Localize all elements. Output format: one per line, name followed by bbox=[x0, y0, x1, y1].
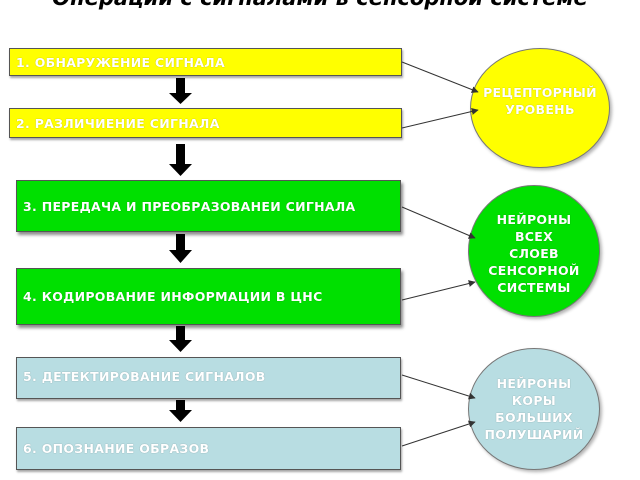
connector-step3-neurons bbox=[401, 206, 476, 239]
step-2-box: 2. РАЗЛИЧИЕНИЕ СИГНАЛА bbox=[9, 108, 402, 138]
connector-step1-receptor bbox=[401, 61, 479, 93]
step-3-box: 3. ПЕРЕДАЧА И ПРЕОБРАЗОВАНЕИ СИГНАЛА bbox=[16, 180, 401, 232]
step-6-box: 6. ОПОЗНАНИЕ ОБРАЗОВ bbox=[16, 427, 401, 470]
step-1-box: 1. ОБНАРУЖЕНИЕ СИГНАЛА bbox=[9, 48, 402, 76]
flow-arrow-5-6 bbox=[169, 400, 192, 422]
step-4-box: 4. КОДИРОВАНИЕ ИНФОРМАЦИИ В ЦНС bbox=[16, 268, 401, 325]
connector-step4-neurons bbox=[401, 280, 476, 301]
connector-step2-receptor bbox=[401, 108, 479, 129]
flow-arrow-4-5 bbox=[169, 326, 192, 352]
connector-step6-cortex bbox=[401, 420, 476, 447]
step-5-box: 5. ДЕТЕКТИРОВАНИЕ СИГНАЛОВ bbox=[16, 357, 401, 399]
flow-arrow-2-3 bbox=[169, 144, 192, 176]
connector-step5-cortex bbox=[401, 374, 476, 400]
receptor-level-circle: РЕЦЕПТОРНЫЙ УРОВЕНЬ bbox=[470, 48, 610, 168]
level-connectors bbox=[401, 61, 479, 447]
diagram-title: Операции с сигналами в сенсорной системе bbox=[0, 0, 640, 10]
flow-arrow-3-4 bbox=[169, 234, 192, 263]
flow-arrow-1-2 bbox=[169, 78, 192, 104]
sensory-neurons-circle: НЕЙРОНЫ ВСЕХ СЛОЕВ СЕНСОРНОЙ СИСТЕМЫ bbox=[468, 185, 600, 317]
cortex-neurons-circle: НЕЙРОНЫ КОРЫ БОЛЬШИХ ПОЛУШАРИЙ bbox=[468, 348, 600, 470]
flow-arrows bbox=[169, 78, 192, 422]
